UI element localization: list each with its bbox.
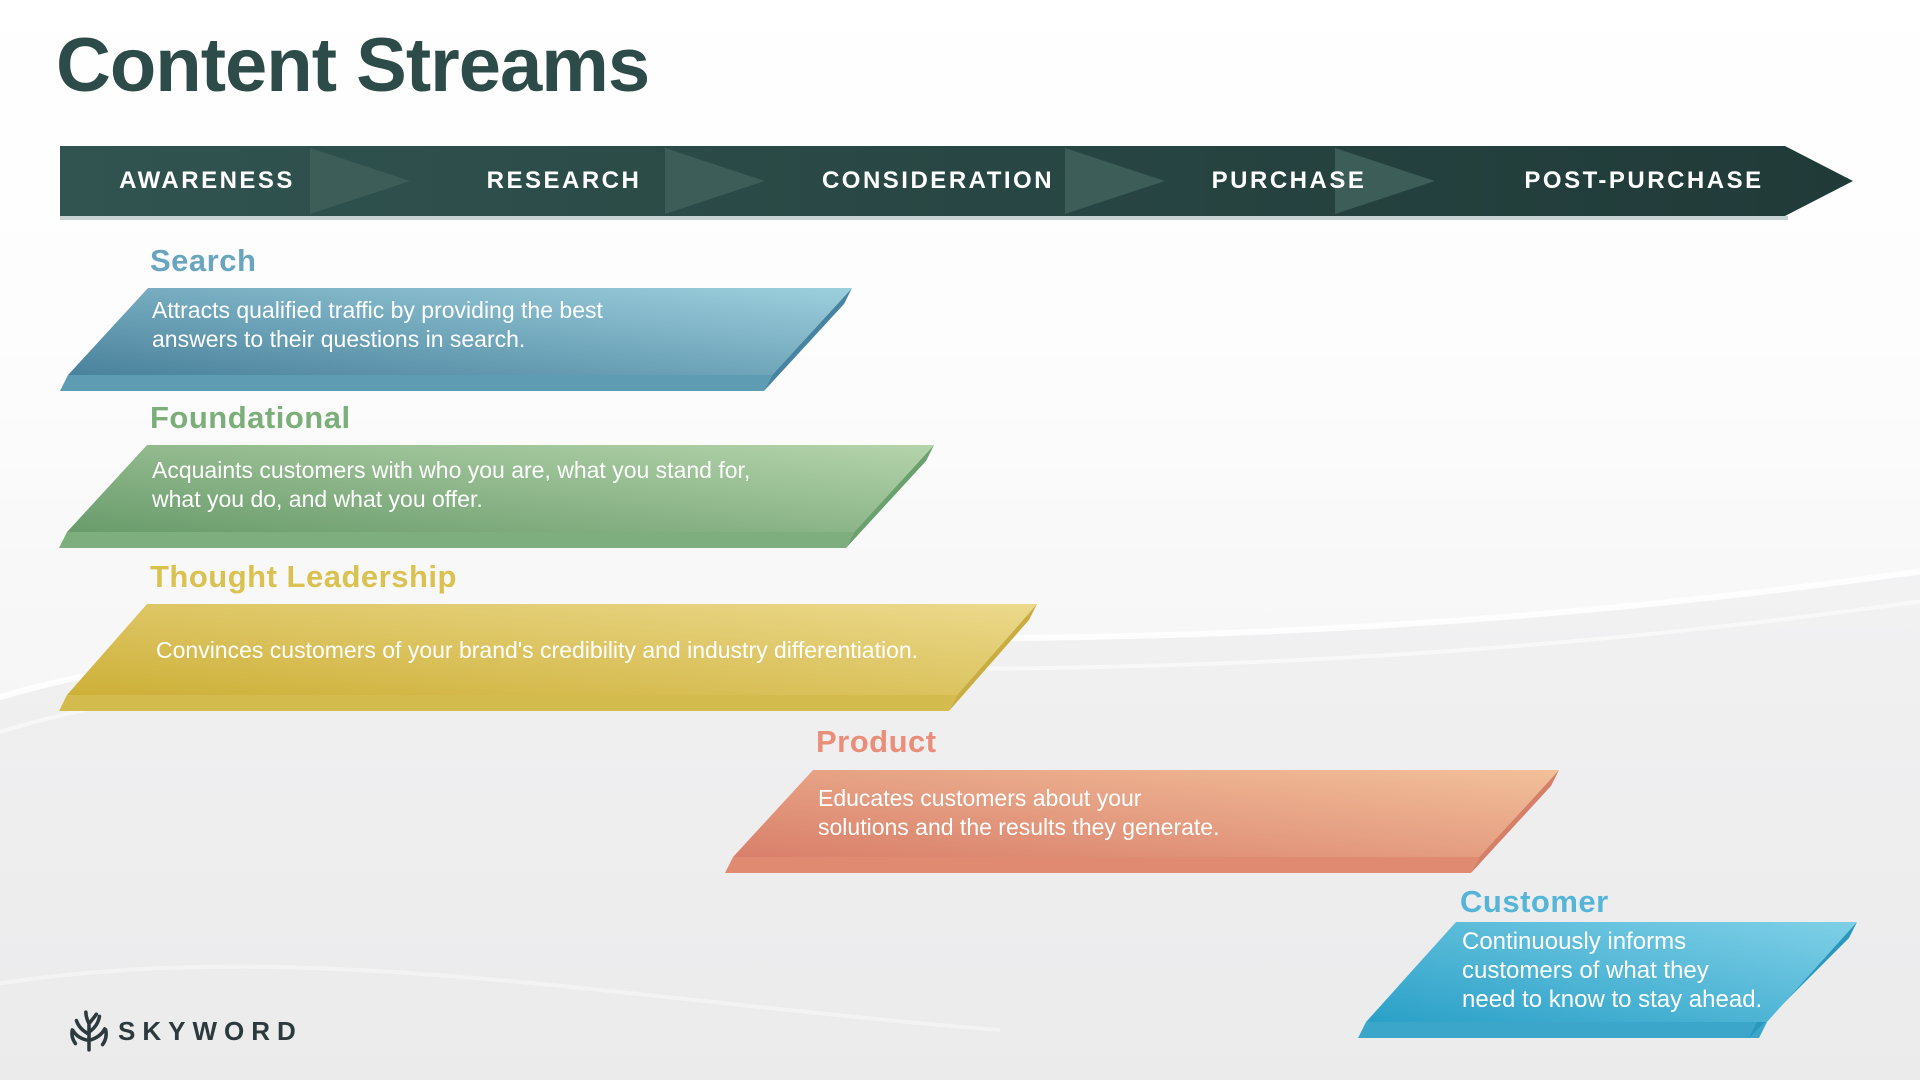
stream-heading-product: Product (816, 724, 937, 759)
stream-desc-foundational: Acquaints customers with who you are, wh… (152, 456, 750, 514)
chevron-right-icon (1065, 148, 1165, 214)
desc-line: answers to their questions in search. (152, 326, 526, 352)
funnel-bottom-edge (60, 216, 1788, 220)
stream-bar-customer (1358, 922, 1857, 1038)
stream-desc-search: Attracts qualified traffic by providing … (152, 296, 603, 354)
tree-icon (70, 1010, 108, 1052)
funnel-bar: AWARENESS RESEARCH CONSIDERATION PURCHAS… (60, 146, 1860, 220)
desc-line: Educates customers about your (818, 785, 1142, 811)
desc-line: Attracts qualified traffic by providing … (152, 297, 603, 323)
desc-line: Acquaints customers with who you are, wh… (152, 457, 751, 483)
stage-label-awareness: AWARENESS (119, 167, 295, 194)
desc-line: solutions and the results they generate. (818, 814, 1220, 840)
chevron-right-icon (1335, 148, 1435, 214)
stream-bar-product (725, 770, 1559, 873)
chevron-right-icon (310, 148, 410, 214)
stage-label-research: RESEARCH (486, 167, 642, 194)
desc-line: customers of what they (1462, 957, 1709, 984)
stream-heading-thought-leadership: Thought Leadership (150, 559, 457, 594)
stream-desc-thought-leadership: Convinces customers of your brand's cred… (156, 636, 918, 665)
stage-label-consideration: CONSIDERATION (821, 167, 1055, 194)
desc-line: Convinces customers of your brand's cred… (156, 637, 919, 663)
stream-desc-product: Educates customers about your solutions … (818, 784, 1219, 842)
desc-line: what you do, and what you offer. (152, 486, 483, 512)
stream-bar-search (60, 288, 852, 391)
stage-label-post-purchase: POST-PURCHASE (1524, 167, 1764, 194)
stream-bar-foundational (59, 445, 934, 548)
chevron-right-icon (665, 148, 765, 214)
stream-heading-search: Search (150, 243, 257, 278)
stage-label-purchase: PURCHASE (1211, 167, 1367, 194)
stream-heading-customer: Customer (1460, 884, 1609, 919)
desc-line: Continuously informs (1462, 928, 1687, 955)
skyword-logo: SKYWORD (68, 1008, 303, 1054)
stream-bar-thought-leadership (59, 604, 1037, 711)
page-title: Content Streams (56, 23, 650, 108)
stream-desc-customer: Continuously informs customers of what t… (1462, 927, 1762, 1014)
desc-line: need to know to stay ahead. (1462, 986, 1763, 1013)
stream-heading-foundational: Foundational (150, 400, 351, 435)
funnel-arrow-body (60, 146, 1853, 216)
logo-text: SKYWORD (118, 1015, 303, 1046)
funnel-arrow-shape (60, 146, 1853, 220)
